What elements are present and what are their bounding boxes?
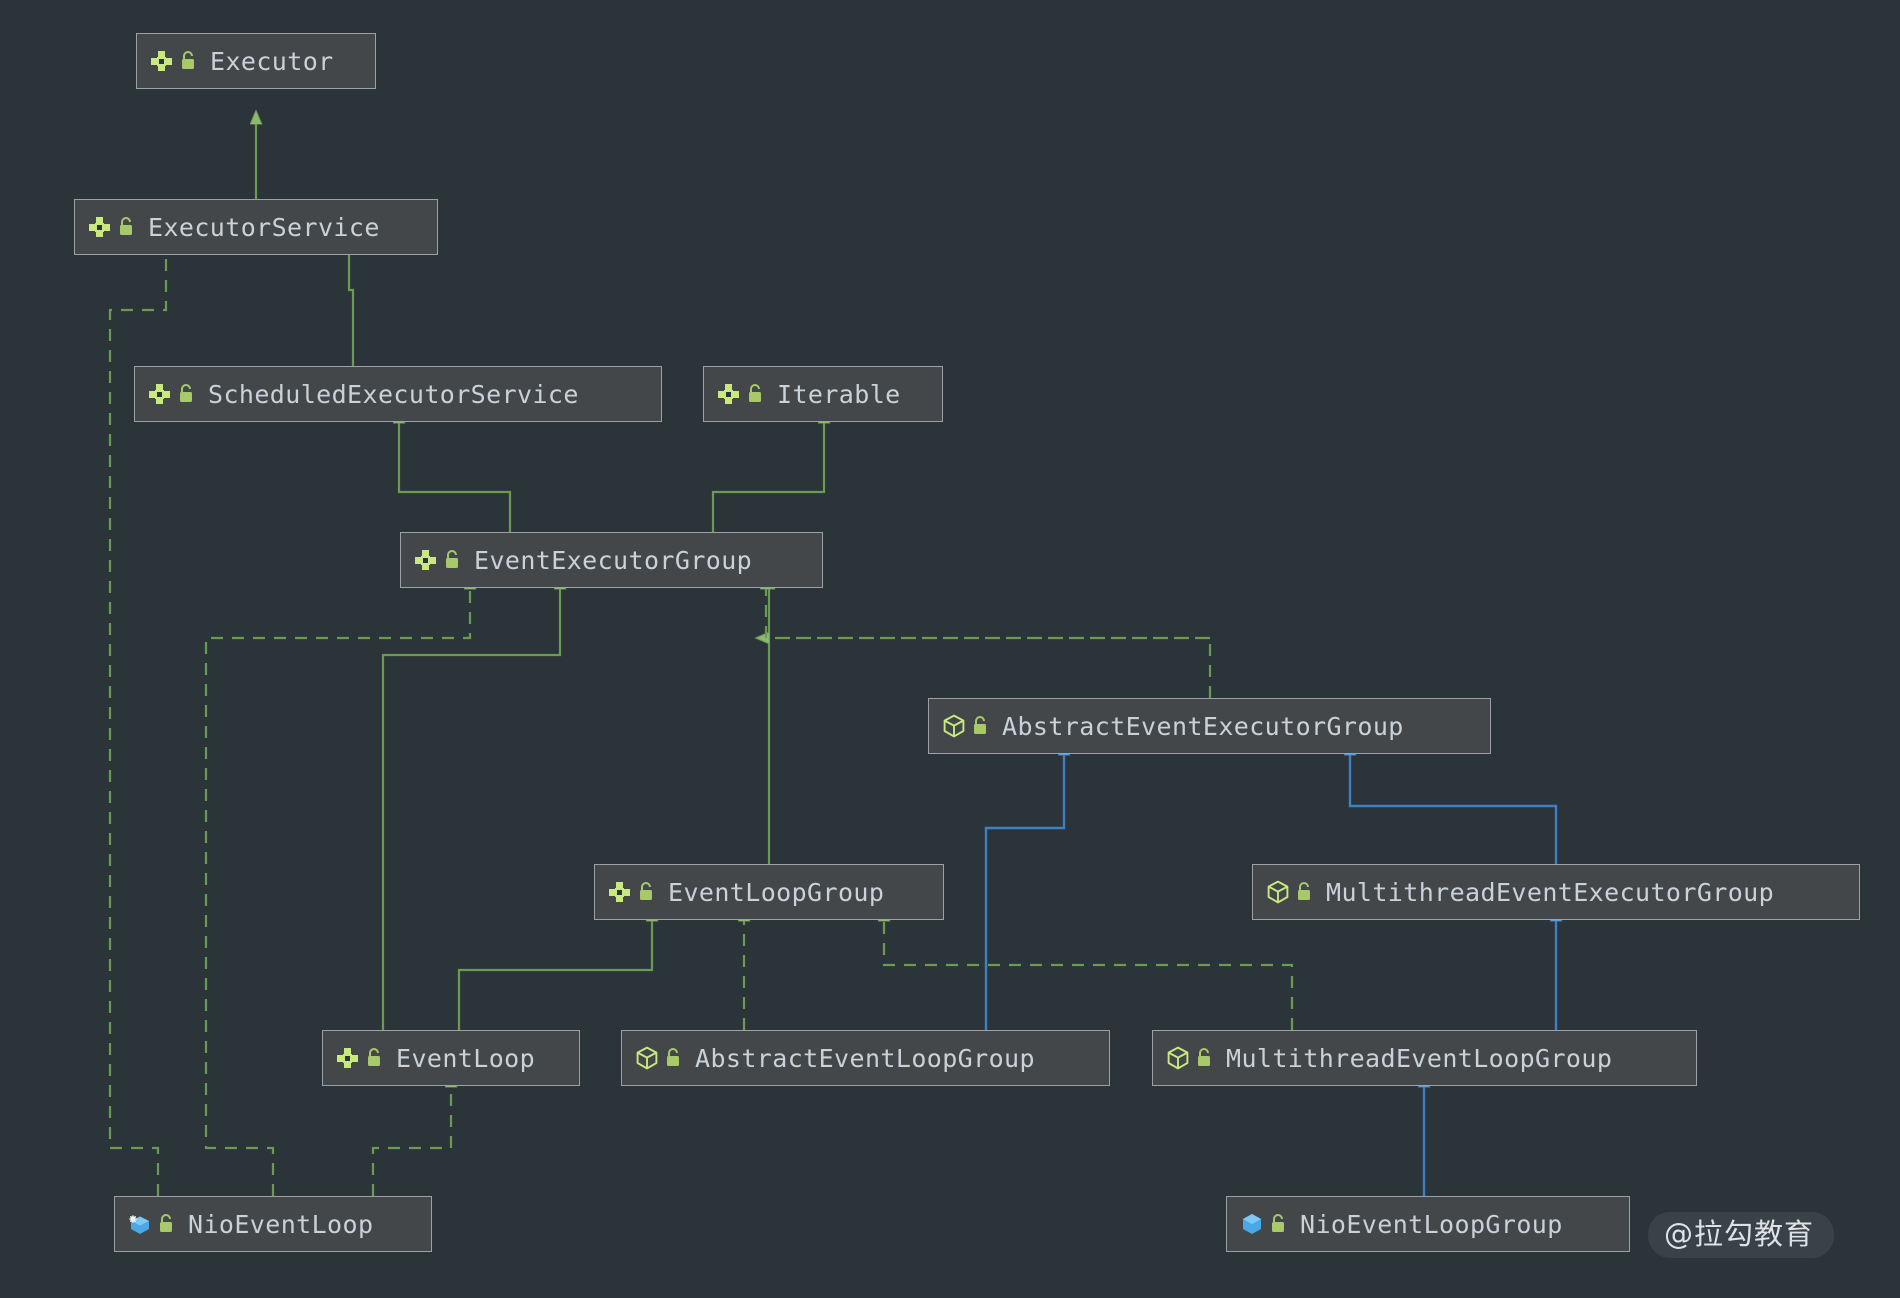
- edge-multiexecgroup-absteventexec: [1350, 754, 1558, 864]
- node-label: Executor: [210, 46, 334, 76]
- node-scheduledexecutorservice[interactable]: ScheduledExecutorService: [134, 366, 662, 422]
- node-eventloopgroup[interactable]: EventLoopGroup: [594, 864, 944, 920]
- node-executor[interactable]: Executor: [136, 33, 376, 89]
- interface-icon: [151, 51, 172, 71]
- node-nioeventloop[interactable]: NioEventLoop: [114, 1196, 432, 1252]
- abstract-class-icon: [1167, 1046, 1189, 1070]
- edge-multiloopgroup-eventloopgroup: [884, 920, 1294, 1030]
- unlocked-lock-icon: [446, 550, 458, 568]
- class-icon: [1243, 1214, 1261, 1234]
- unlocked-lock-icon: [160, 1214, 172, 1232]
- interface-icon: [415, 550, 436, 570]
- final-class-icon: [129, 1215, 149, 1234]
- unlocked-lock-icon: [120, 217, 132, 235]
- edge-eventloop-eventloopgroup: [457, 920, 652, 1030]
- node-multithreadeventexecutorgroup[interactable]: MultithreadEventExecutorGroup: [1252, 864, 1860, 920]
- node-label: EventExecutorGroup: [474, 545, 753, 575]
- node-label: EventLoop: [396, 1043, 536, 1073]
- unlocked-lock-icon: [640, 882, 652, 900]
- abstract-class-icon: [1267, 880, 1289, 904]
- node-abstracteventloopgroup[interactable]: AbstractEventLoopGroup: [621, 1030, 1110, 1086]
- interface-icon: [718, 384, 739, 404]
- edge-absteventexec-eventexecgroup: [768, 638, 1212, 698]
- unlocked-lock-icon: [1198, 1048, 1210, 1066]
- interface-icon: [89, 217, 110, 237]
- node-label: ScheduledExecutorService: [208, 379, 579, 409]
- interface-icon: [609, 882, 630, 902]
- node-label: AbstractEventLoopGroup: [695, 1043, 1035, 1073]
- node-label: AbstractEventExecutorGroup: [1002, 711, 1404, 741]
- edge-nioeventloop-eventexecgroup: [204, 588, 470, 1196]
- node-label: Iterable: [777, 379, 901, 409]
- node-executorservice[interactable]: ExecutorService: [74, 199, 438, 255]
- node-abstracteventexecutorgroup[interactable]: AbstractEventExecutorGroup: [928, 698, 1491, 754]
- node-label: ExecutorService: [148, 212, 380, 242]
- node-eventexecutorgroup[interactable]: EventExecutorGroup: [400, 532, 823, 588]
- edge-absteventloop-absteventexec: [984, 754, 1064, 1030]
- unlocked-lock-icon: [974, 716, 986, 734]
- edge-eventexecgroup-schedexecsvc: [399, 422, 512, 532]
- node-label: NioEventLoop: [188, 1209, 374, 1239]
- node-label: NioEventLoopGroup: [1300, 1209, 1563, 1239]
- unlocked-lock-icon: [1298, 882, 1310, 900]
- abstract-class-icon: [943, 714, 965, 738]
- unlocked-lock-icon: [667, 1048, 679, 1066]
- interface-icon: [149, 384, 170, 404]
- interface-icon: [337, 1048, 358, 1068]
- node-label: MultithreadEventExecutorGroup: [1326, 877, 1775, 907]
- unlocked-lock-icon: [180, 384, 192, 402]
- edge-eventexecgroup-iterable: [711, 422, 824, 532]
- edge-eventloop-eventexecgroup: [381, 588, 560, 1030]
- unlocked-lock-icon: [182, 51, 194, 69]
- edge-nioeventloop-eventloop: [371, 1086, 451, 1196]
- watermark: @拉勾教育: [1648, 1212, 1835, 1259]
- unlocked-lock-icon: [1272, 1214, 1284, 1232]
- unlocked-lock-icon: [368, 1048, 380, 1066]
- unlocked-lock-icon: [749, 384, 761, 402]
- node-nioeventloopgroup[interactable]: NioEventLoopGroup: [1226, 1196, 1630, 1252]
- node-label: EventLoopGroup: [668, 877, 885, 907]
- edge-schedexecsvc-executorservice: [349, 253, 353, 366]
- node-iterable[interactable]: Iterable: [703, 366, 943, 422]
- node-eventloop[interactable]: EventLoop: [322, 1030, 580, 1086]
- abstract-class-icon: [636, 1046, 658, 1070]
- node-label: MultithreadEventLoopGroup: [1226, 1043, 1613, 1073]
- node-multithreadeventloopgroup[interactable]: MultithreadEventLoopGroup: [1152, 1030, 1697, 1086]
